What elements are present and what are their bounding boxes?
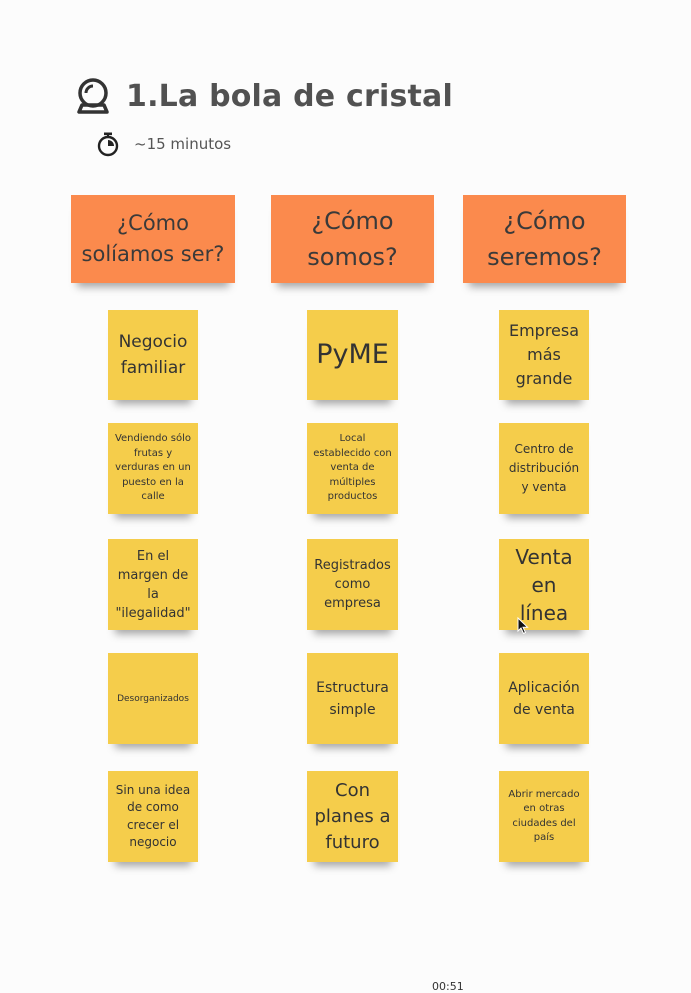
crystal-ball-icon bbox=[77, 78, 109, 114]
sticky-note-future[interactable]: Centro de distribución y venta bbox=[499, 423, 589, 514]
sticky-note-past[interactable]: En el margen de la "ilegalidad" bbox=[108, 539, 198, 630]
sticky-note-future[interactable]: Venta en línea bbox=[499, 539, 589, 630]
sticky-note-text: Centro de distribución y venta bbox=[508, 442, 580, 494]
sticky-note-present[interactable]: Local establecido con venta de múltiples… bbox=[307, 423, 398, 514]
sticky-note-future[interactable]: Aplicación de venta bbox=[499, 653, 589, 744]
sticky-note-text: Aplicación de venta bbox=[508, 679, 580, 718]
sticky-note-text: Con planes a futuro bbox=[314, 779, 391, 853]
mouse-cursor-icon bbox=[517, 617, 529, 635]
sticky-note-past[interactable]: Desorganizados bbox=[108, 653, 198, 744]
sticky-note-present[interactable]: PyME bbox=[307, 310, 398, 400]
sticky-note-text: Registrados como empresa bbox=[314, 558, 391, 611]
sticky-note-present[interactable]: Registrados como empresa bbox=[307, 539, 398, 630]
sticky-note-text: Local establecido con venta de múltiples… bbox=[313, 433, 392, 503]
column-header-present[interactable]: ¿Cómo somos? bbox=[271, 195, 434, 283]
sticky-note-text: Abrir mercado en otras ciudades del país bbox=[508, 788, 580, 844]
column-header-label: ¿Cómo solíamos ser? bbox=[81, 211, 225, 266]
sticky-note-text: Negocio familiar bbox=[118, 332, 188, 378]
sticky-note-text: En el margen de la "ilegalidad" bbox=[115, 548, 191, 621]
column-header-past[interactable]: ¿Cómo solíamos ser? bbox=[71, 195, 235, 283]
time-estimate-text: ~15 minutos bbox=[134, 135, 232, 153]
column-header-label: ¿Cómo seremos? bbox=[487, 207, 602, 271]
time-estimate: ~15 minutos bbox=[96, 131, 231, 157]
sticky-note-text: Desorganizados bbox=[117, 693, 189, 704]
sticky-note-text: Sin una idea de como crecer el negocio bbox=[115, 782, 191, 850]
sticky-note-text: PyME bbox=[316, 339, 389, 370]
sticky-note-text: Estructura simple bbox=[316, 679, 389, 718]
sticky-note-text: Empresa más grande bbox=[508, 321, 580, 388]
sticky-note-past[interactable]: Negocio familiar bbox=[108, 310, 198, 400]
sticky-note-text: Vendiendo sólo frutas y verduras en un p… bbox=[114, 433, 192, 503]
sticky-note-future[interactable]: Abrir mercado en otras ciudades del país bbox=[499, 771, 589, 862]
sticky-note-present[interactable]: Estructura simple bbox=[307, 653, 398, 744]
section-header: 1.La bola de cristal bbox=[74, 76, 453, 116]
column-header-label: ¿Cómo somos? bbox=[307, 207, 398, 271]
sticky-note-past[interactable]: Vendiendo sólo frutas y verduras en un p… bbox=[108, 423, 198, 514]
column-header-future[interactable]: ¿Cómo seremos? bbox=[463, 195, 626, 283]
sticky-note-future[interactable]: Empresa más grande bbox=[499, 310, 589, 400]
stopwatch-icon bbox=[97, 132, 119, 157]
sticky-note-present[interactable]: Con planes a futuro bbox=[307, 771, 398, 862]
footer-timestamp: 00:51 bbox=[432, 980, 464, 993]
page-title: 1.La bola de cristal bbox=[126, 78, 453, 114]
sticky-note-past[interactable]: Sin una idea de como crecer el negocio bbox=[108, 771, 198, 862]
sticky-note-text: Venta en línea bbox=[515, 544, 573, 625]
